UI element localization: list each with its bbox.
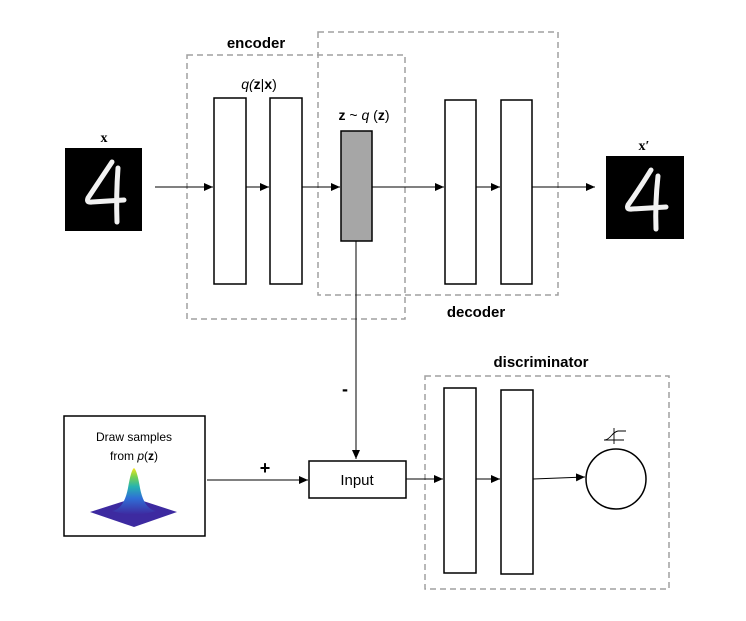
minus-sign: - xyxy=(342,379,348,399)
arrow-discriminator-to-output xyxy=(532,473,586,482)
latent-label: z ~ q (z) xyxy=(339,107,390,123)
decoder-group xyxy=(317,31,559,296)
discriminator-group xyxy=(424,375,670,590)
decoder-layer-2 xyxy=(500,99,533,285)
discriminator-output-node xyxy=(585,448,647,510)
input-digit-image xyxy=(65,148,142,231)
gaussian-surface-icon xyxy=(90,468,177,527)
posterior-label: q(z|x) xyxy=(241,76,277,92)
discriminator-layer-1 xyxy=(443,387,477,574)
input-box-label: Input xyxy=(340,472,374,489)
discriminator-title: discriminator xyxy=(493,354,588,371)
input-x-label: x xyxy=(101,131,108,146)
encoder-title: encoder xyxy=(227,35,286,52)
input-box xyxy=(308,460,407,499)
output-digit-image xyxy=(606,156,684,239)
discriminator-layer-2 xyxy=(500,389,534,575)
latent-layer xyxy=(340,130,373,242)
sigmoid-icon xyxy=(604,428,626,444)
plus-sign: + xyxy=(260,458,271,478)
decoder-layer-1 xyxy=(444,99,477,285)
prior-line-1: Draw samples xyxy=(96,430,172,444)
decoder-title: decoder xyxy=(447,304,506,321)
encoder-layer-2 xyxy=(269,97,303,285)
output-x-label: x′ xyxy=(639,139,650,154)
encoder-layer-1 xyxy=(213,97,247,285)
prior-line-2: from p(z) xyxy=(110,449,158,463)
